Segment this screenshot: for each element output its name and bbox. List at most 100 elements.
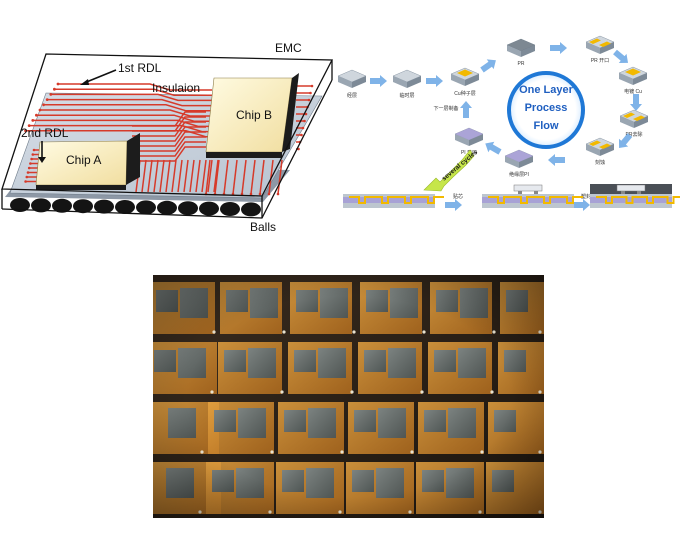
rdl-trace [132,131,206,147]
chip-a [35,133,140,190]
cross-step-label: 塑封 [581,193,591,200]
block-right [600,144,614,156]
cu-trace [395,196,421,204]
insulation-label: Insulaion [152,81,200,95]
cross-section-row [343,184,680,208]
process-step-block [450,67,480,86]
block-left [393,76,407,88]
rdl-pad [56,82,60,86]
block-left [455,134,469,146]
process-flow-title-3: Flow [533,120,558,132]
process-flow-title-2: Process [525,102,568,114]
rdl-pad [31,153,35,156]
chip-bump [637,191,641,194]
rdl-trace [29,124,212,133]
block-right [521,45,535,57]
rdl-trace [47,98,212,107]
block-left [586,42,600,54]
emc-label: EMC [275,41,302,55]
flow-arrow [480,59,496,73]
rdl-trace [195,159,201,193]
package-diagram: EMC 1st RDL Insulaion 2nd RDL Chip A Chi… [1,41,334,234]
flow-arrow [426,75,443,87]
process-step-block [392,69,422,88]
cu-trace [657,196,680,204]
process-step-label: 下一层制备 [433,105,458,112]
rdl-pad [42,103,45,107]
solder-ball [220,202,240,216]
block-cu [599,41,611,47]
process-step-block [506,38,536,57]
several-cycles-arrow: several cycles [423,149,479,192]
chip-bump [534,191,538,194]
rdl-trace [214,159,220,195]
first-rdl-arrowhead [80,79,89,85]
rdl-trace [141,159,147,193]
process-step-block [585,35,615,54]
process-flow-title-1: One Layer [519,84,574,96]
solder-ball [94,199,114,214]
solder-ball [115,200,135,214]
block-cu [589,38,601,44]
arrow-shape [573,199,590,211]
chip-bump [621,191,625,194]
rdl-trace [132,116,206,132]
block-left [338,76,352,88]
cross-step-label: 贴芯 [453,193,463,200]
cu-trace [418,196,444,204]
cross-section-1 [343,194,444,208]
process-step-label: Cu种子层 [454,90,475,97]
rdl-trace [177,159,183,193]
rdl-pad [27,166,31,170]
block-right [407,76,421,88]
rdl-trace [132,146,206,162]
balls-label: Balls [250,220,276,234]
cu-trace [349,196,375,204]
rdl-pad [249,192,253,196]
chip-die [616,184,646,192]
process-step-label: 绝缘层PI [509,171,529,178]
flow-arrow [485,141,502,155]
flow-arrow [613,49,629,64]
rdl-trace [165,159,171,193]
cross-arrow [573,199,590,211]
process-step-block [619,109,649,128]
flow-arrow [548,154,565,166]
solder-ball [73,199,93,214]
cu-trace [372,196,398,204]
block-cu [599,143,611,149]
process-step-label: 临时层 [399,92,414,99]
process-step-label: PR [518,61,525,67]
rdl-trace [132,126,206,142]
cu-trace [596,196,622,204]
arrow-shape [426,75,443,87]
rdl-trace [40,109,212,117]
block-cu [633,115,645,121]
first-rdl-arrow [83,69,117,84]
arrow-shape [460,101,472,118]
block-cu [623,112,635,118]
emc-box [1,53,334,219]
chip-a-label: Chip A [66,153,101,167]
block-left [451,74,465,86]
cross-arrow [445,199,462,211]
rdl-trace [132,141,206,157]
rdl-trace [43,104,212,112]
block-cu [589,140,601,146]
rdl-pad [27,124,31,127]
rdl-trace [207,159,213,193]
solder-ball [52,198,72,213]
rdl-pad [53,87,56,91]
process-step-block [454,127,484,146]
arrow-shape [370,75,387,87]
chip-die [513,184,543,192]
cross-section-3 [590,184,680,208]
rdl-trace [250,159,256,195]
block-pi [455,128,483,140]
process-step-label: 刻蚀 [595,159,605,166]
rdl-pad [300,133,303,137]
arrow-shape [445,199,462,211]
pi-layer [590,197,672,203]
block-right [352,76,366,88]
